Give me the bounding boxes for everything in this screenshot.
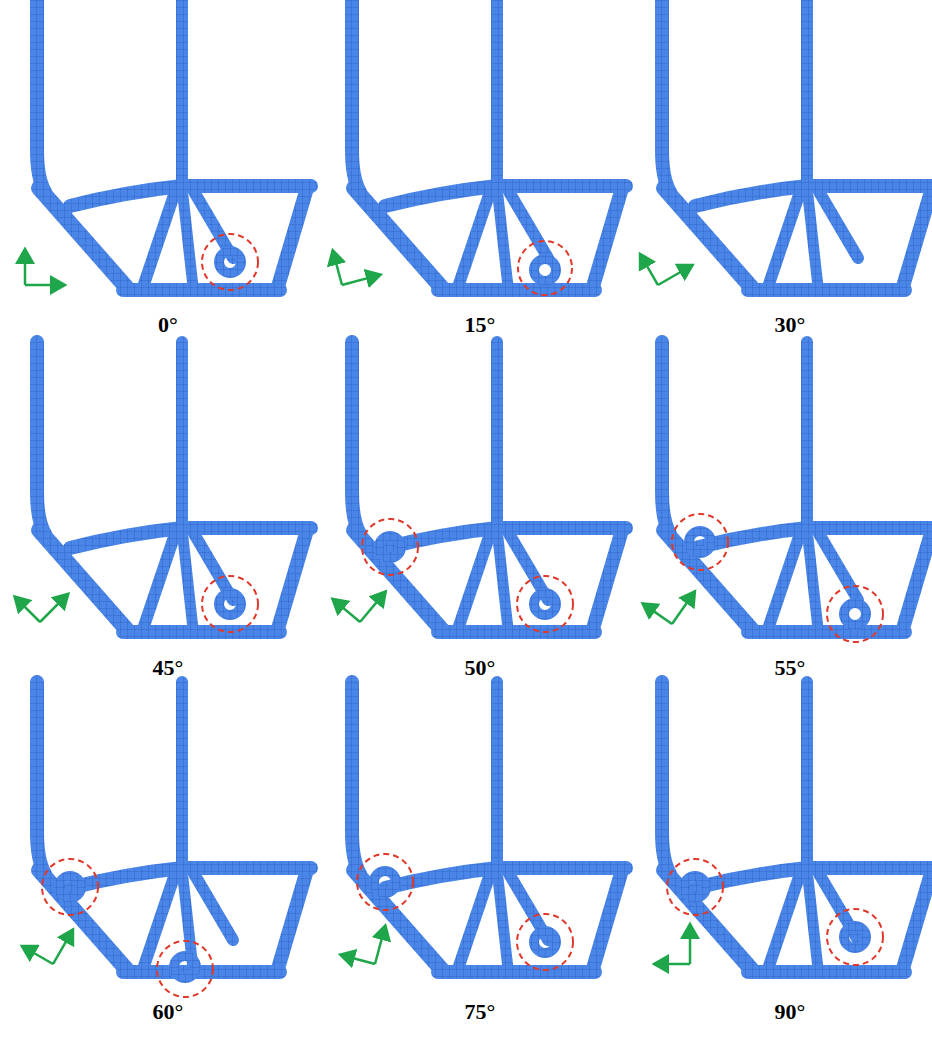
angle-label: 15° [465,313,496,337]
angle-label: 75° [465,1000,496,1024]
panel [333,0,626,295]
angle-label: 55° [775,656,806,680]
panel [640,0,932,290]
angle-label: 50° [465,656,496,680]
angle-label: 30° [775,313,806,337]
angle-label: 60° [153,1000,184,1024]
panel [332,342,626,632]
panel [25,0,311,290]
angle-label: 90° [775,1000,806,1024]
panel [643,342,932,642]
angle-label: 0° [158,313,178,337]
panel [654,682,932,972]
panel [15,342,311,632]
angle-label: 45° [153,656,184,680]
panel [340,682,626,972]
panel [22,682,311,997]
